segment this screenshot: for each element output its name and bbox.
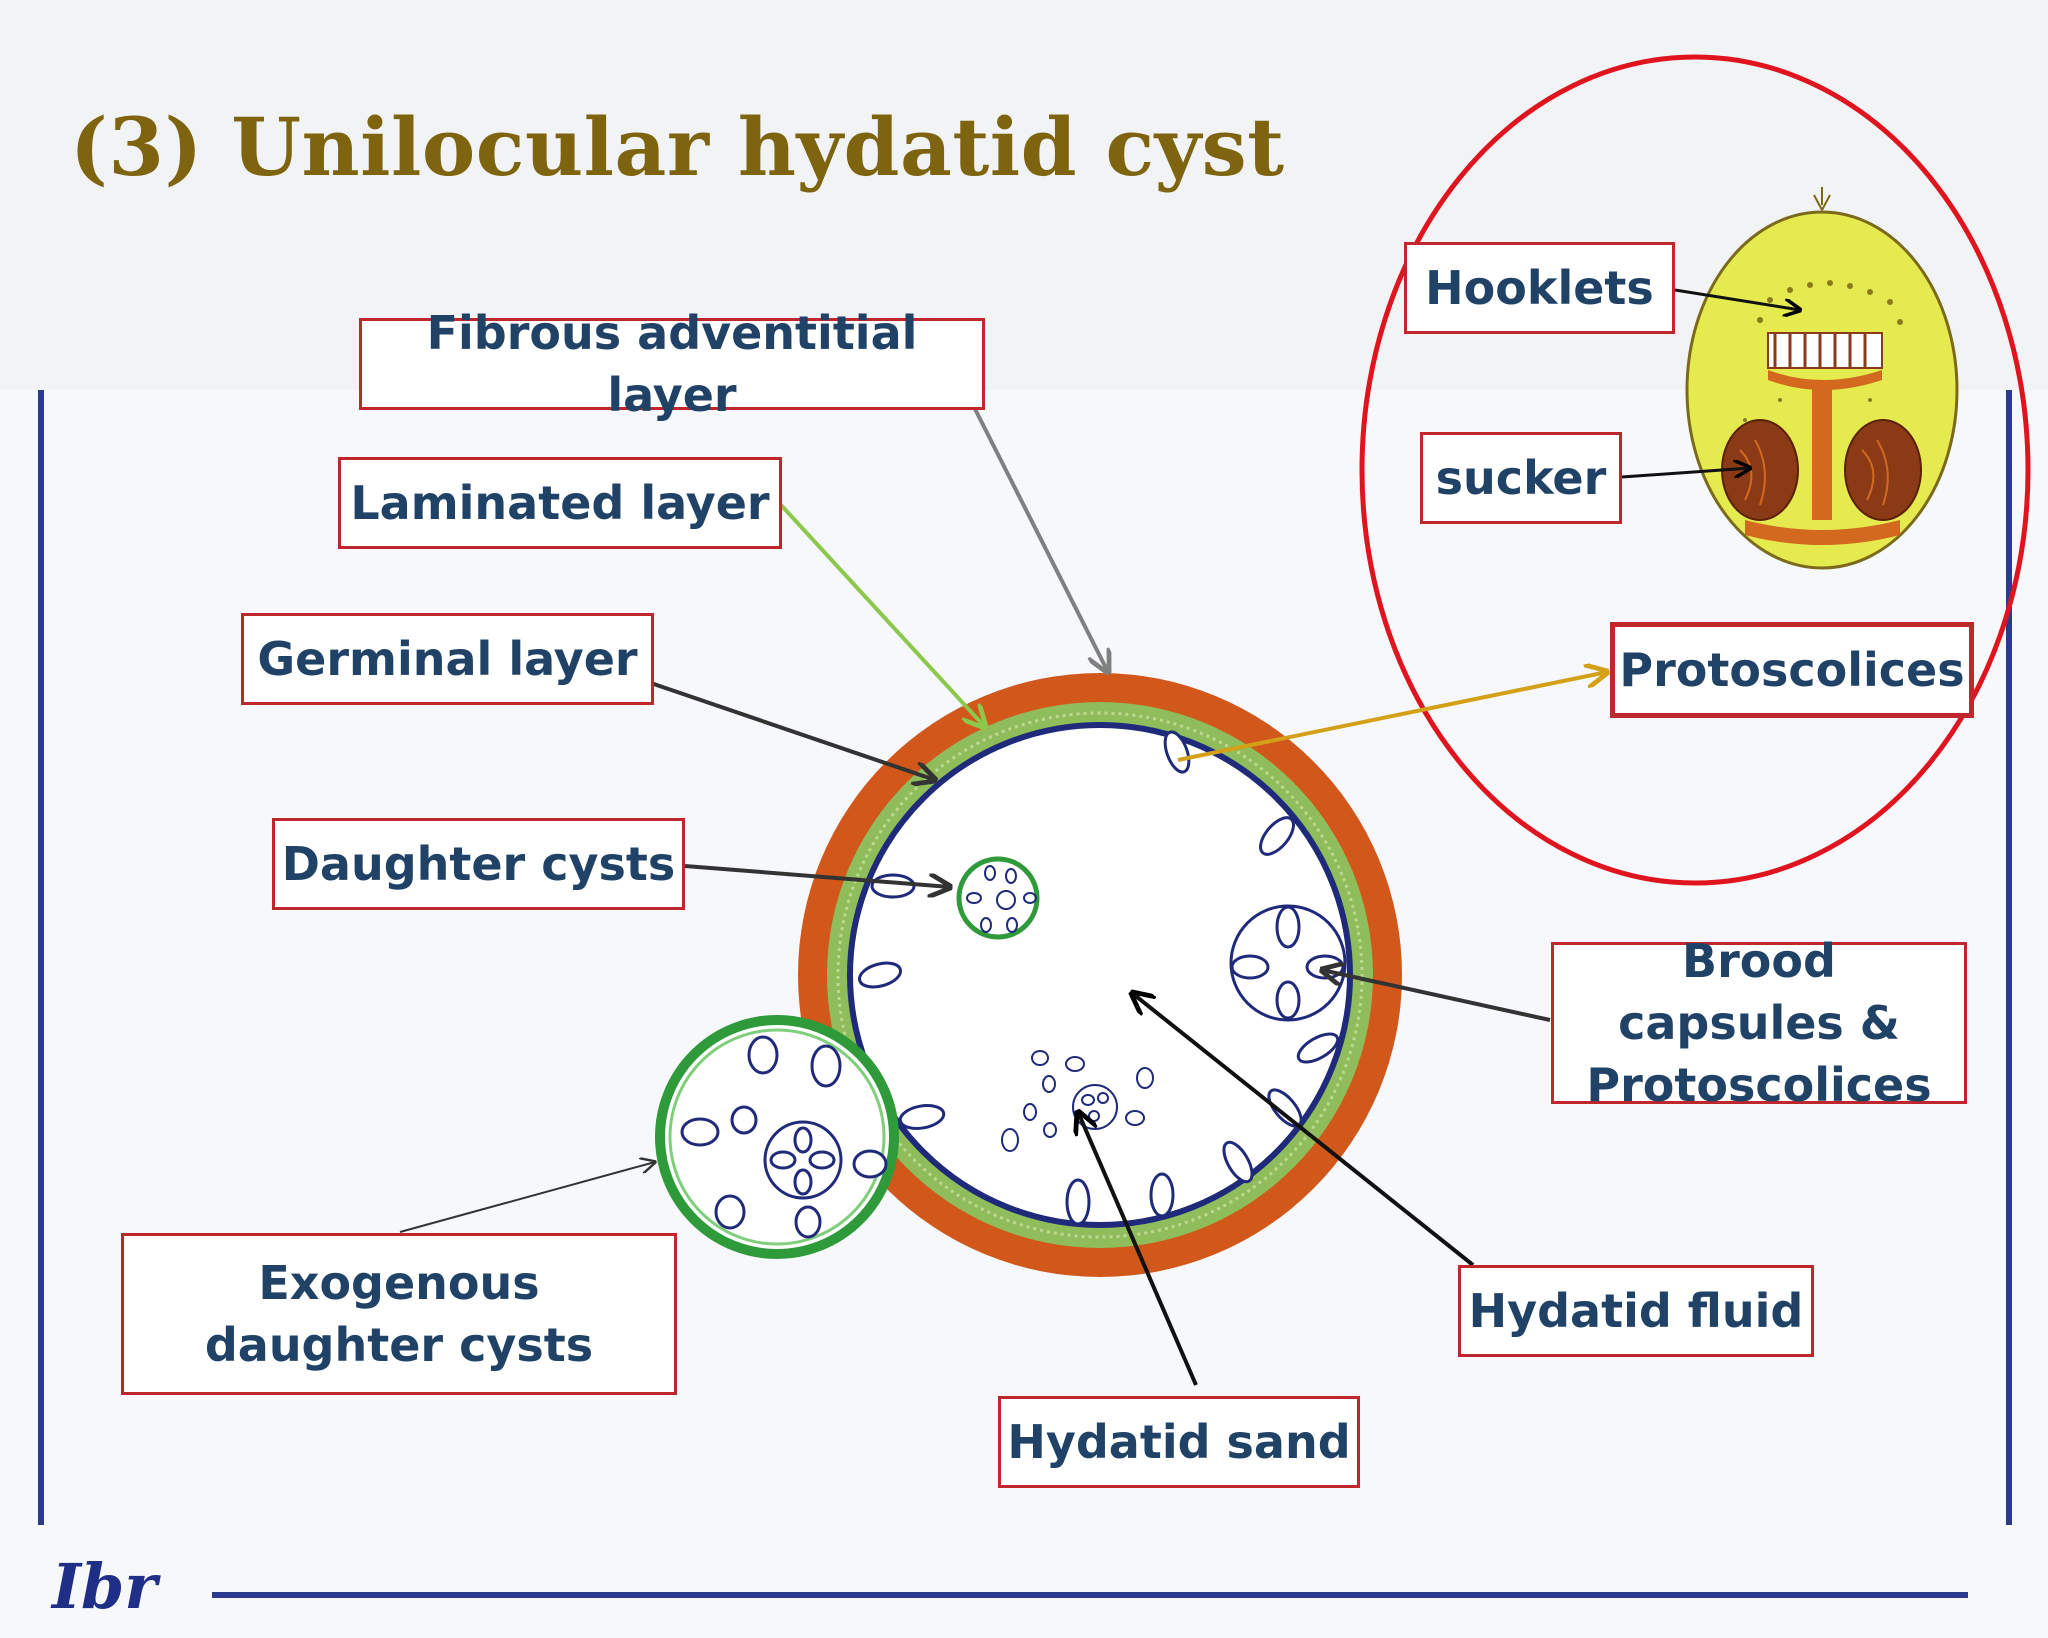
daughter-cyst <box>956 856 1040 940</box>
inset-circle <box>1359 54 2031 886</box>
label-hooklets: Hooklets <box>1404 242 1675 334</box>
label-protoscolices: Protoscolices <box>1610 622 1974 718</box>
brood-capsule <box>1229 904 1347 1022</box>
right-rule <box>2006 390 2012 1525</box>
slide-title: (3) Unilocular hydatid cyst <box>70 100 1285 194</box>
label-laminated-layer: Laminated layer <box>338 457 782 549</box>
label-daughter-cysts: Daughter cysts <box>272 818 685 910</box>
label-exogenous-daughter-cysts: Exogenous daughter cysts <box>121 1233 677 1395</box>
exogenous-daughter-cyst <box>655 1015 899 1259</box>
author-logo: Ibr <box>52 1550 158 1623</box>
main-cyst <box>798 673 1402 1277</box>
left-rule <box>38 390 44 1525</box>
label-sucker: sucker <box>1420 432 1622 524</box>
label-hydatid-fluid: Hydatid fluid <box>1458 1265 1814 1357</box>
protoscolex-inset <box>1359 54 2031 886</box>
label-brood-capsules: Brood capsules & Protoscolices <box>1551 934 1967 1112</box>
label-hydatid-sand: Hydatid sand <box>998 1396 1360 1488</box>
label-germinal-layer: Germinal layer <box>241 613 654 705</box>
protoscolex <box>1685 187 1959 570</box>
label-fibrous-adventitial-layer: Fibrous adventitial layer <box>359 306 985 422</box>
footer-line <box>212 1592 1968 1598</box>
leader-arrows <box>399 288 1800 1386</box>
